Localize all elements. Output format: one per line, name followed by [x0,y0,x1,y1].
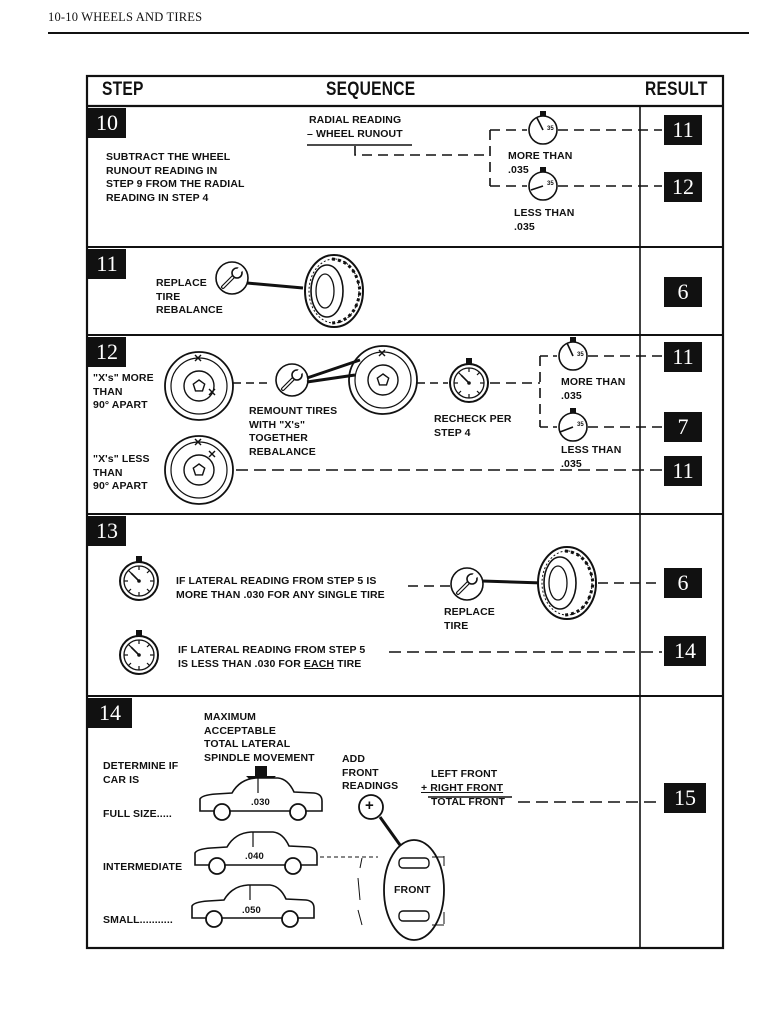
step-13-less-text-post: TIRE [334,657,362,670]
result-badge-6: 6 [664,277,702,307]
step-13-less-text: IF LATERAL READING FROM STEP 5 IS LESS T… [178,644,365,671]
gauge-needle [530,185,544,191]
small-value: .050 [242,905,261,916]
column-header-step: STEP [102,79,144,100]
wheel-x-far-icon [164,351,234,421]
wheel-remounted-icon [348,345,418,415]
result-badge-15: 15 [664,783,706,813]
tire-icon [536,545,598,621]
step-14-determine: DETERMINE IF CAR IS [103,760,179,786]
dial-label: 35 [547,181,554,187]
wrench-icon [449,566,485,602]
full-size-value: .030 [251,797,270,808]
front-label: FRONT [394,884,431,896]
step-14-add-readings: ADD FRONT READINGS [342,753,399,792]
gauge-needle [536,117,544,131]
result-badge-11: 11 [664,115,702,145]
result-badge-11: 11 [664,456,702,486]
dial-label: 35 [577,352,584,358]
tire-icon [303,253,365,329]
step-10-badge: 10 [88,108,126,138]
step-10-formula-radial: RADIAL READING [309,114,402,126]
step-14-right-front: + RIGHT FRONT [421,782,504,794]
wheel-x-near-icon [164,435,234,505]
step-12-more-than: MORE THAN .035 [561,376,626,402]
plus-sign: + [365,797,374,814]
step-12-x-more: "X's" MORE THAN 90° APART [93,372,154,411]
step-13-less-text-pre: IF LATERAL READING FROM STEP 5 IS LESS T… [178,644,366,670]
table-frame [85,74,725,950]
step-14-intermediate: INTERMEDIATE [103,861,183,873]
step-12-x-less: "X's" LESS THAN 90° APART [93,453,150,492]
step-10-instruction: SUBTRACT THE WHEEL RUNOUT READING IN STE… [106,151,245,204]
gauge-needle [566,342,574,357]
step-14-left-front: LEFT FRONT [431,768,498,780]
step-12-badge: 12 [88,337,126,367]
step-13-less-text-each: EACH [303,657,335,670]
step-11-instruction: REPLACE TIRE REBALANCE [156,277,223,316]
step-12-remount: REMOUNT TIRES WITH "X's" TOGETHER REBALA… [249,405,338,458]
dial-label: 35 [577,422,584,428]
dial-label: 35 [547,126,554,132]
step-11-badge: 11 [88,249,126,279]
step-13-badge: 13 [88,516,126,546]
result-badge-14: 14 [664,636,706,666]
page-header: 10-10 WHEELS AND TIRES [48,10,203,24]
result-badge-6: 6 [664,568,702,598]
lateral-gauge-icon [119,555,159,601]
step-10-more-than: MORE THAN .035 [508,150,573,176]
column-header-result: RESULT [645,79,708,100]
lateral-gauge-icon [119,629,159,675]
step-13-more-text: IF LATERAL READING FROM STEP 5 IS MORE T… [176,575,385,601]
step-14-max-movement: MAXIMUM ACCEPTABLE TOTAL LATERAL SPINDLE… [204,711,315,764]
step-12-recheck: RECHECK PER STEP 4 [434,413,512,439]
result-badge-12: 12 [664,172,702,202]
x-marks [194,349,386,458]
wrench-icon [274,362,310,398]
step-14-total-front: TOTAL FRONT [431,796,506,808]
step-14-small: SMALL........... [103,914,173,926]
result-badge-11: 11 [664,342,702,372]
gauge-needle [559,426,574,433]
step-14-badge: 14 [88,698,132,728]
step-13-replace: REPLACE TIRE [444,606,495,632]
step-10-less-than: LESS THAN .035 [514,207,575,233]
result-badge-7: 7 [664,412,702,442]
header-rule [48,32,749,34]
step-12-less-than: LESS THAN .035 [561,444,622,470]
intermediate-value: .040 [245,851,264,862]
step-14-full-size: FULL SIZE..... [103,808,172,820]
column-header-sequence: SEQUENCE [326,79,416,100]
recheck-gauge-icon [449,357,489,403]
add-circle-icon [358,794,384,820]
step-10-formula-runout: – WHEEL RUNOUT [307,128,403,140]
